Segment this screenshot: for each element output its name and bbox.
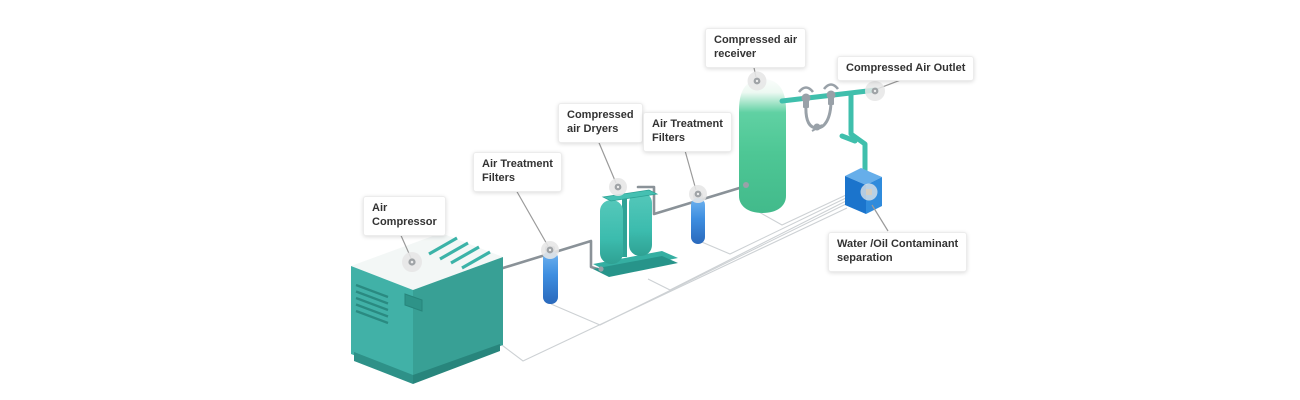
valve-2-handle xyxy=(822,83,840,90)
callout-text: Compressor xyxy=(372,216,437,229)
callout-text: Filters xyxy=(482,172,516,185)
callout-text: Water /Oil Contaminant xyxy=(837,238,959,250)
callout-text: Filters xyxy=(652,132,686,145)
valve-1-handle xyxy=(797,86,815,93)
compressor-base-front xyxy=(354,352,413,384)
bypass-loop-pipe xyxy=(804,99,833,130)
marker-filter-2 xyxy=(689,185,707,203)
dryer-inlet-fitting xyxy=(598,266,604,272)
callout-text: Compressed air xyxy=(714,34,798,46)
callout-text: air Dryers xyxy=(567,123,619,136)
callout-text: Air Treatment xyxy=(482,158,553,170)
marker-outlet xyxy=(865,81,885,101)
marker-receiver xyxy=(747,71,767,91)
marker-separator xyxy=(860,183,878,201)
compressor-right-face xyxy=(413,257,503,378)
dryer-center-column xyxy=(622,197,627,257)
callout-compressed-air-dryers: Compressed air Dryers xyxy=(558,103,643,143)
callout-compressed-air-receiver: Compressed air receiver xyxy=(705,28,807,68)
drain-line-filter-1 xyxy=(550,203,847,326)
compressed-air-receiver xyxy=(739,79,786,213)
callout-text: Compressed Air Outlet xyxy=(846,62,966,74)
callout-air-treatment-filters-1: Air Treatment Filters xyxy=(473,152,562,192)
point-markers xyxy=(402,71,885,272)
valve-1-bonnet xyxy=(801,93,811,103)
receiver-inlet-fitting xyxy=(743,182,749,188)
drain-line-filter-2 xyxy=(696,197,847,255)
dryer-tower-left xyxy=(600,200,623,264)
receiver-tank-body xyxy=(739,79,786,213)
callout-text: separation xyxy=(837,252,893,265)
compressor-top-face xyxy=(351,233,503,290)
callout-text: Air xyxy=(372,202,388,214)
separator-front-face xyxy=(845,176,866,214)
callout-text: Compressed xyxy=(567,109,634,121)
compressed-air-dryers xyxy=(593,189,678,277)
pipe-branch-crossbar xyxy=(839,133,858,144)
separator-top-face xyxy=(845,168,882,185)
callout-text: Air Treatment xyxy=(652,118,723,130)
compressor-base-right xyxy=(413,344,500,384)
leader-filter-1 xyxy=(511,182,549,247)
compressor-handle xyxy=(404,293,423,312)
filter-2-body xyxy=(691,198,705,244)
air-compressor xyxy=(351,233,503,384)
valve-assembly xyxy=(797,83,840,132)
dryer-tower-right xyxy=(629,192,652,256)
bypass-valve-lever xyxy=(811,124,823,132)
callout-water-oil-separation: Water /Oil Contaminant separation xyxy=(828,232,968,272)
compressor-top-vents xyxy=(428,236,491,270)
leader-filter-2 xyxy=(683,146,697,191)
drain-line-dryers xyxy=(647,200,847,291)
filter-1-body xyxy=(543,251,558,304)
pipe-branch-to-separator xyxy=(848,92,868,176)
valve-2-bonnet xyxy=(826,90,836,100)
marker-air-compressor xyxy=(402,252,422,272)
dryer-top-manifold xyxy=(601,189,659,202)
marker-filter-1 xyxy=(541,241,559,259)
callout-air-treatment-filters-2: Air Treatment Filters xyxy=(643,112,732,152)
dryer-skid-bottom xyxy=(593,256,678,277)
marker-dryers xyxy=(609,178,627,196)
leader-separator xyxy=(871,204,889,232)
callout-text: receiver xyxy=(714,48,757,61)
callout-compressed-air-outlet: Compressed Air Outlet xyxy=(837,56,975,82)
drain-line-receiver xyxy=(758,194,847,226)
leader-dryers xyxy=(596,137,617,184)
compressor-side-vents xyxy=(355,283,389,325)
callout-air-compressor: Air Compressor xyxy=(363,196,446,236)
